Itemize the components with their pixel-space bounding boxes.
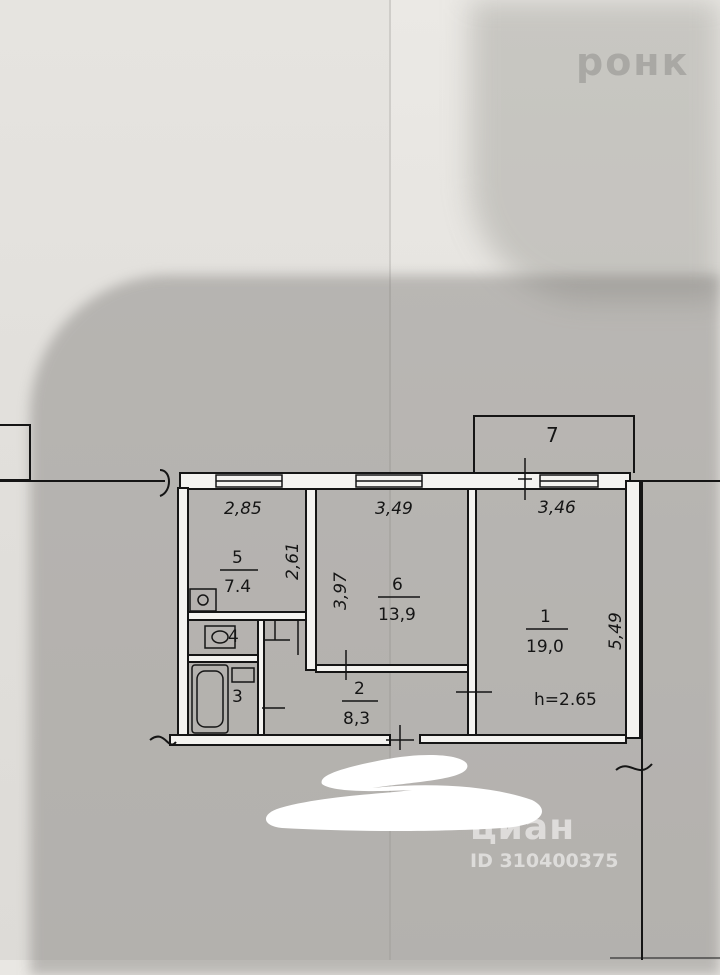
fixtures (189, 588, 255, 734)
partition-6-2 (315, 664, 469, 673)
plan-lines (0, 415, 720, 960)
room-5-area: 7.4 (224, 577, 251, 597)
sink (231, 667, 255, 683)
dim-top-room5: 2,85 (224, 499, 262, 519)
partition-5-6 (305, 488, 317, 671)
toilet-block (204, 625, 236, 649)
room-2-number: 2 (354, 679, 365, 699)
partition-5-4 (187, 611, 307, 621)
ceiling-height: h=2.65 (534, 690, 597, 710)
bathtub (191, 664, 229, 734)
room-1-area: 19,0 (526, 637, 564, 657)
dim-top-room6: 3,49 (375, 499, 413, 519)
bottom-wall-right (419, 734, 627, 744)
dim-side-room5: 2,61 (283, 542, 303, 580)
left-wall (177, 487, 189, 736)
room-7-number: 7 (546, 423, 559, 447)
shadow-top (470, 0, 720, 300)
dim-side-room1: 5,49 (606, 612, 626, 650)
balcony-outline (473, 415, 635, 473)
watermark: циан ID 310400375 (470, 807, 618, 872)
room-3-number: 3 (232, 687, 243, 707)
right-wall (625, 480, 641, 739)
dim-side-room6: 3,97 (331, 572, 351, 610)
room-1-number: 1 (540, 607, 551, 627)
room-4-number: 4 (228, 627, 239, 647)
room-2-area: 8,3 (343, 709, 370, 729)
watermark-listing-id: ID 310400375 (470, 850, 619, 872)
partition-6-1 (467, 488, 477, 736)
redaction-scribble (265, 754, 542, 831)
stove (189, 588, 217, 612)
partition-bathroom (257, 619, 265, 736)
bottom-wall-left (169, 734, 391, 746)
phone-shadow (30, 275, 720, 975)
room-5-number: 5 (232, 548, 243, 568)
room-6-number: 6 (392, 575, 403, 595)
neighbor-stub (0, 424, 31, 481)
dim-top-room1: 3,46 (538, 498, 576, 518)
watermark-logo: циан (470, 807, 576, 848)
room-6-area: 13,9 (378, 605, 416, 625)
background-text: ронк (576, 40, 690, 84)
